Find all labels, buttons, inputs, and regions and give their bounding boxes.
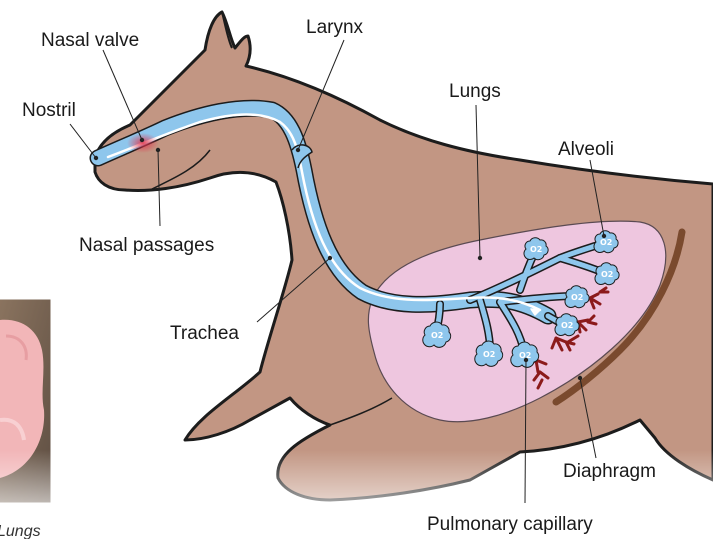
label-alveoli: Alveoli [558, 139, 614, 160]
label-pulmonary-capillary: Pulmonary capillary [427, 514, 593, 535]
photo-caption: Lungs [0, 523, 41, 539]
svg-text:O2: O2 [600, 238, 612, 247]
svg-text:O2: O2 [571, 293, 583, 302]
svg-text:O2: O2 [530, 245, 542, 254]
label-nasal-passages: Nasal passages [79, 235, 214, 256]
svg-text:O2: O2 [431, 331, 443, 340]
label-trachea: Trachea [170, 323, 239, 344]
label-nostril: Nostril [22, 100, 76, 121]
label-diaphragm: Diaphragm [563, 461, 656, 482]
nasal-valve-highlight [127, 133, 159, 153]
label-larynx: Larynx [306, 17, 364, 38]
svg-text:O2: O2 [483, 350, 495, 359]
svg-text:O2: O2 [601, 270, 613, 279]
svg-text:O2: O2 [561, 321, 573, 330]
label-nasal-valve: Nasal valve [41, 30, 139, 51]
label-lungs: Lungs [449, 81, 501, 102]
